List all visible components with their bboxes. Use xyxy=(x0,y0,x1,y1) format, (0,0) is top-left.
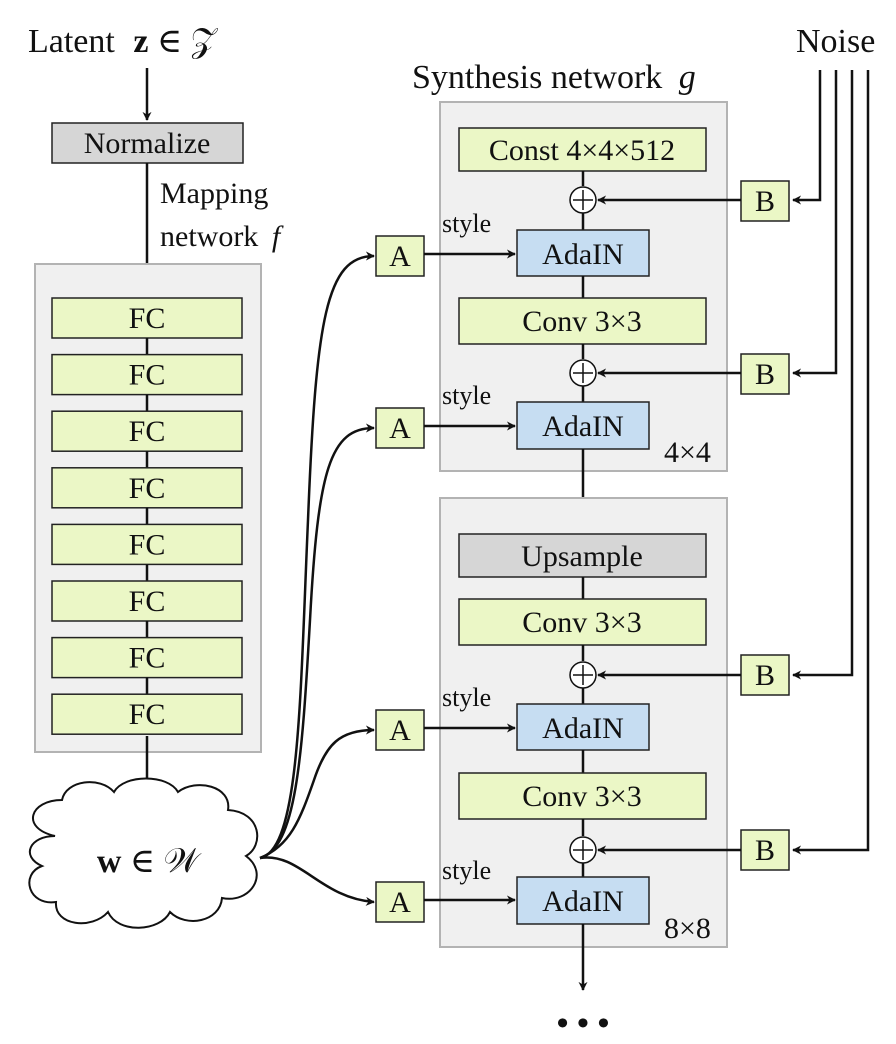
w-label: w ∈ 𝒲 xyxy=(97,843,203,880)
adain-label: AdaIN xyxy=(542,885,624,918)
block-4x4-label: 4×4 xyxy=(664,436,711,469)
add-noise-node-3 xyxy=(569,661,597,689)
noise-label: Noise xyxy=(796,23,875,60)
upsample-label: Upsample xyxy=(521,540,643,573)
fc-node: FC xyxy=(51,297,243,339)
add-noise-node-2 xyxy=(569,359,597,387)
style-curve-4 xyxy=(259,856,375,906)
fc-node: FC xyxy=(51,580,243,622)
a-node-1: A xyxy=(375,235,425,277)
continuation-dots: • • • xyxy=(557,1005,610,1042)
fc-node: FC xyxy=(51,410,243,452)
style-label: style xyxy=(442,381,491,410)
b-label: B xyxy=(755,358,775,391)
upsample-node: Upsample xyxy=(458,533,707,578)
fc-label: FC xyxy=(129,415,166,448)
fc-node: FC xyxy=(51,636,243,679)
noise-line-3 xyxy=(792,70,854,680)
fc-node: FC xyxy=(51,693,243,735)
a-node-3: A xyxy=(375,709,425,751)
adain-node-2: AdaIN xyxy=(516,401,650,450)
b-node-3: B xyxy=(740,654,790,696)
style-curve-3 xyxy=(259,725,375,860)
a-node-4: A xyxy=(375,881,425,923)
a-label: A xyxy=(389,886,411,919)
fc-label: FC xyxy=(129,585,166,618)
adain-node-3: AdaIN xyxy=(516,703,650,751)
a-label: A xyxy=(389,240,411,273)
b-node-4: B xyxy=(740,829,790,871)
fc-node: FC xyxy=(51,523,243,566)
b-node-1: B xyxy=(740,180,790,222)
style-label: style xyxy=(442,209,491,238)
adain-node-1: AdaIN xyxy=(516,229,650,277)
conv-node-2: Conv 3×3 xyxy=(458,598,707,646)
style-curve-1 xyxy=(259,251,375,860)
mapping-label: Mapping xyxy=(160,177,268,210)
normalize-node: Normalize xyxy=(51,122,244,164)
mapping-label-line2: network f xyxy=(160,220,284,253)
w-cloud: w ∈ 𝒲 xyxy=(28,777,259,929)
conv-node-1: Conv 3×3 xyxy=(458,297,707,345)
const-node: Const 4×4×512 xyxy=(458,127,707,172)
a-label: A xyxy=(389,714,411,747)
a-label: A xyxy=(389,412,411,445)
conv-label: Conv 3×3 xyxy=(522,305,641,338)
noise-line-2 xyxy=(792,70,838,378)
b-label: B xyxy=(755,185,775,218)
fc-label: FC xyxy=(129,642,166,675)
fc-label: FC xyxy=(129,698,166,731)
b-label: B xyxy=(755,834,775,867)
style-curve-2 xyxy=(259,423,375,860)
fc-label: FC xyxy=(129,302,166,335)
fc-label: FC xyxy=(129,472,166,505)
noise-line-4 xyxy=(792,70,870,855)
fc-node: FC xyxy=(51,353,243,396)
a-node-2: A xyxy=(375,407,425,449)
const-label: Const 4×4×512 xyxy=(489,134,675,167)
block-8x8-label: 8×8 xyxy=(664,912,711,945)
noise-line-1 xyxy=(792,70,822,205)
fc-stack: FC FC FC FC FC FC FC FC xyxy=(51,297,243,735)
adain-label: AdaIN xyxy=(542,712,624,745)
fc-node: FC xyxy=(51,467,243,509)
adain-label: AdaIN xyxy=(542,410,624,443)
b-label: B xyxy=(755,659,775,692)
latent-label: Latent z ∈ 𝒵 xyxy=(28,23,219,60)
add-noise-node-1 xyxy=(569,186,597,214)
normalize-label: Normalize xyxy=(84,127,211,160)
synthesis-label: Synthesis network g xyxy=(412,59,696,96)
style-label: style xyxy=(442,683,491,712)
conv-label: Conv 3×3 xyxy=(522,606,641,639)
style-label: style xyxy=(442,856,491,885)
add-noise-node-4 xyxy=(569,836,597,864)
adain-label: AdaIN xyxy=(542,238,624,271)
adain-node-4: AdaIN xyxy=(516,876,650,925)
conv-label: Conv 3×3 xyxy=(522,780,641,813)
fc-label: FC xyxy=(129,359,166,392)
b-node-2: B xyxy=(740,353,790,395)
fc-label: FC xyxy=(129,528,166,561)
conv-node-3: Conv 3×3 xyxy=(458,772,707,820)
